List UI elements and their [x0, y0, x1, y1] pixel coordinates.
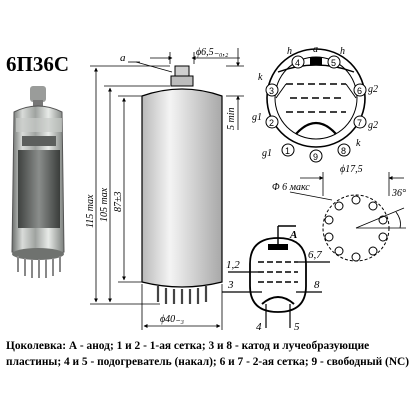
- schematic-label-grid2: 6,7: [308, 249, 322, 261]
- side-view-drawing: a ϕ6,5₋₀,₂ 115 max 105 max 87±3 5 min ϕ4…: [85, 47, 244, 330]
- schematic-label-grid1: 1,2: [226, 259, 240, 271]
- tube-photo: [0, 84, 82, 280]
- dim-bulb-diameter: ϕ40₋₃: [160, 314, 184, 325]
- dim-cap-length: 5 min: [226, 108, 237, 131]
- pin-label-k-bottom: k: [356, 138, 361, 149]
- tube-schematic-symbol: A 1,2 6,7 3 8 4 5: [222, 225, 330, 333]
- dim-pin-angle: 36°: [391, 188, 406, 199]
- schematic-label-anode: A: [289, 229, 297, 241]
- pin-number-8: 8: [341, 146, 346, 156]
- dim-bulb-height: 105 max: [99, 187, 110, 222]
- pin-number-2: 2: [269, 118, 274, 128]
- schematic-label-heater-4: 4: [256, 321, 262, 333]
- pin-label-g1-left: g1: [252, 112, 262, 123]
- pin-label-g2-bottom: g2: [368, 120, 378, 131]
- pin-label-h-left: h: [287, 46, 292, 57]
- pin-number-6: 6: [357, 86, 362, 96]
- pin-number-9: 9: [313, 152, 318, 162]
- dim-pin-diameter: Φ 6 макс: [272, 182, 310, 193]
- schematic-label-heater-5: 5: [294, 321, 300, 333]
- pin-label-k-left: k: [258, 72, 263, 83]
- pin-label-g1-bottom: g1: [262, 148, 272, 159]
- base-pin-layout: ϕ17,5 Φ 6 макс 36°: [272, 164, 406, 262]
- schematic-label-cathode-left: 3: [227, 279, 234, 291]
- dim-cap-diameter: ϕ6,5₋₀,₂: [196, 47, 229, 58]
- dim-glass-height: 87±3: [113, 192, 124, 213]
- tube-model-label: 6П36С: [6, 52, 69, 76]
- pin-number-5: 5: [331, 58, 336, 68]
- internal-structure-view: 4 5 3 6 2 7 1 9 8 h a h k g2 g1 g2 g1 k: [252, 44, 378, 163]
- pin-number-4: 4: [295, 58, 300, 68]
- pin-label-h-right: h: [340, 46, 345, 57]
- pin-label-a: a: [313, 44, 318, 55]
- pin-number-1: 1: [285, 146, 290, 156]
- schematic-label-cathode-right: 8: [314, 279, 320, 291]
- dim-socket-diameter: ϕ17,5: [340, 164, 363, 175]
- dim-total-height: 115 max: [85, 194, 96, 228]
- pin-number-7: 7: [357, 118, 362, 128]
- pin-number-3: 3: [269, 86, 274, 96]
- anode-marker: a: [120, 52, 126, 64]
- pin-label-g2-right: g2: [368, 84, 378, 95]
- pinout-caption: Цоколевка: А - анод; 1 и 2 - 1-ая сетка;…: [6, 340, 410, 368]
